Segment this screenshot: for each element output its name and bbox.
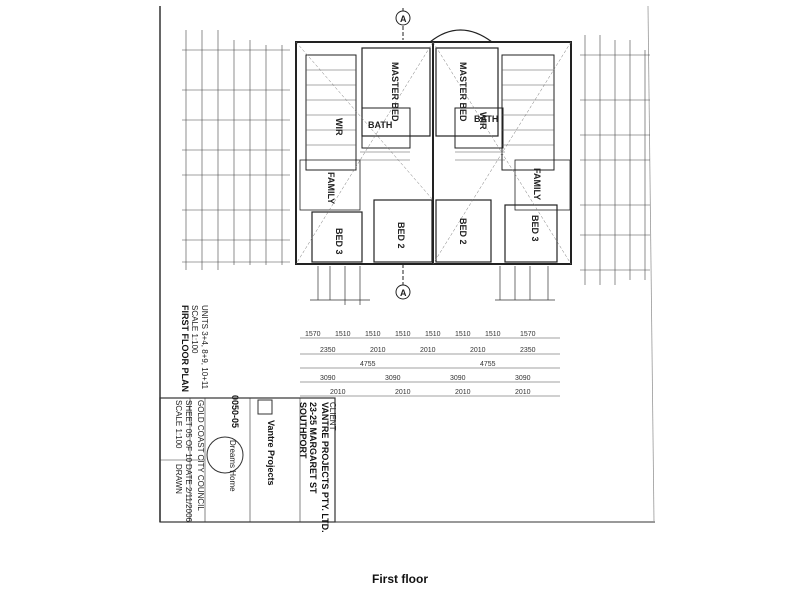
- svg-text:3090: 3090: [515, 375, 531, 382]
- client-name: VANTRE PROJECTS PTY. LTD.: [320, 402, 330, 533]
- section-marker-top: A: [400, 14, 407, 24]
- svg-text:3090: 3090: [450, 375, 466, 382]
- room-family-right: FAMILY: [532, 168, 542, 200]
- client-label: CLIENT: [328, 402, 337, 431]
- right-dimension-ladders: [580, 35, 650, 285]
- svg-text:1510: 1510: [485, 331, 501, 338]
- units-note: UNITS 3+4, 8+9, 10+11: [200, 305, 209, 390]
- dimension-row-1: 1570 1510 1510 1510 1510 1510 1510 1570: [305, 331, 536, 338]
- project-line2: SOUTHPORT: [298, 402, 308, 459]
- figure-caption: First floor: [372, 572, 428, 586]
- scale-note: SCALE 1:100: [190, 305, 199, 354]
- svg-text:1510: 1510: [365, 331, 381, 338]
- project-line1: 23-25 MARGARET ST: [308, 402, 318, 494]
- floor-plan-walls: [295, 29, 572, 265]
- left-dimension-ladders: [182, 30, 290, 270]
- svg-text:1510: 1510: [455, 331, 471, 338]
- svg-text:1510: 1510: [335, 331, 351, 338]
- section-marker-bottom: A: [400, 288, 407, 298]
- title-block: [159, 397, 336, 523]
- room-bed2-right: BED 2: [458, 218, 468, 245]
- sheet-title: FIRST FLOOR PLAN: [180, 305, 190, 392]
- room-master-bed-left: MASTER BED: [390, 62, 400, 122]
- room-bed3-right: BED 3: [530, 215, 540, 242]
- svg-text:2010: 2010: [395, 389, 411, 396]
- date-text: DATE 2/11/2006: [184, 464, 193, 523]
- drawing-number: 0050-05: [230, 395, 240, 428]
- company-name: Vantre Projects: [266, 420, 276, 486]
- room-labels: MASTER BED MASTER BED BATH BATH WIR WIR …: [326, 62, 542, 255]
- svg-text:2010: 2010: [470, 347, 486, 354]
- svg-text:2010: 2010: [330, 389, 346, 396]
- svg-text:2350: 2350: [320, 347, 336, 354]
- sheet-text: SHEET 05 OF 10: [184, 400, 193, 463]
- sheet-title-block: FIRST FLOOR PLAN SCALE 1:100 UNITS 3+4, …: [180, 305, 240, 428]
- svg-text:2010: 2010: [420, 347, 436, 354]
- svg-text:1510: 1510: [425, 331, 441, 338]
- room-bath-right: BATH: [474, 114, 498, 124]
- room-bed2-left: BED 2: [396, 222, 406, 249]
- council-text: GOLD COAST CITY COUNCIL: [196, 400, 205, 511]
- svg-text:2010: 2010: [515, 389, 531, 396]
- room-master-bed-right: MASTER BED: [458, 62, 468, 122]
- svg-text:3090: 3090: [320, 375, 336, 382]
- dimension-row-4: 3090 3090 3090 3090: [320, 375, 531, 382]
- svg-text:2350: 2350: [520, 347, 536, 354]
- dimension-row-5: 2010 2010 2010 2010: [330, 389, 531, 396]
- logo-text: Dreams Home: [228, 440, 237, 492]
- svg-text:3090: 3090: [385, 375, 401, 382]
- posts-below-plan: [310, 266, 555, 305]
- floor-plan-sheet: MASTER BED MASTER BED BATH BATH WIR WIR …: [159, 5, 655, 533]
- svg-text:2010: 2010: [455, 389, 471, 396]
- svg-text:4755: 4755: [480, 361, 496, 368]
- drawn-text: DRAWN: [174, 464, 183, 494]
- room-bath-left: BATH: [368, 120, 392, 130]
- room-bed3-left: BED 3: [334, 228, 344, 255]
- svg-text:1510: 1510: [395, 331, 411, 338]
- room-wir-left: WIR: [334, 118, 344, 136]
- room-wir-right: WIR: [478, 112, 488, 130]
- room-family-left: FAMILY: [326, 172, 336, 204]
- dimension-row-3: 4755 4755: [360, 361, 496, 368]
- dimension-chains: [300, 337, 560, 397]
- section-markers: A A: [395, 8, 411, 300]
- dimension-row-2: 2350 2010 2010 2010 2350: [320, 347, 536, 354]
- scale-text: SCALE 1:100: [174, 400, 183, 449]
- title-block-text: CLIENT VANTRE PROJECTS PTY. LTD. 23-25 M…: [174, 400, 337, 533]
- svg-text:1570: 1570: [520, 331, 536, 338]
- svg-text:4755: 4755: [360, 361, 376, 368]
- svg-text:2010: 2010: [370, 347, 386, 354]
- svg-text:1570: 1570: [305, 331, 321, 338]
